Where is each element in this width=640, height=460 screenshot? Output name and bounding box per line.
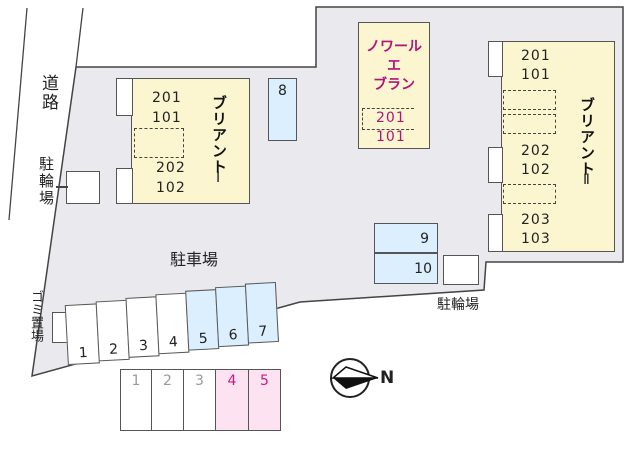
bike-parking-box-left [66, 171, 100, 204]
briant-1-entry-bottom [116, 168, 133, 204]
road-label: 道路 [38, 74, 58, 112]
briant-2-numeral: Ⅱ [583, 172, 590, 188]
outside-parking-space-2: 2 [151, 369, 184, 431]
compass-north-label: N [380, 368, 395, 388]
outside-parking-space-5: 5 [248, 369, 281, 431]
briant-2-stair-dashed-2 [503, 114, 556, 134]
briant-1-unit-201: 201 [152, 90, 182, 106]
outside-parking-space-4: 4 [215, 369, 249, 431]
parking-area-label: 駐車場 [170, 250, 219, 269]
briant-2-unit-201: 201 [521, 48, 551, 64]
parking-space-6: 6 [215, 285, 250, 348]
outside-parking-space-3: 3 [183, 369, 216, 431]
bike-parking-label-left: 駐輪場 [37, 156, 55, 207]
briant-2-unit-203: 203 [521, 212, 551, 228]
parking-space-1-number: 1 [78, 344, 89, 362]
briant-2-entry-1 [488, 41, 503, 77]
parking-space-9-number: 9 [420, 231, 429, 247]
outside-parking-space-1-number: 1 [131, 373, 141, 389]
briant-2-stair-dashed-1 [503, 90, 556, 110]
outside-parking-space-5-number: 5 [260, 373, 269, 389]
road-edge-right [75, 7, 84, 68]
parking-space-8-number: 8 [278, 83, 287, 99]
parking-space-3-number: 3 [138, 337, 149, 355]
parking-space-5-number: 5 [198, 330, 209, 348]
briant-2-stair-dashed-3 [503, 184, 556, 204]
parking-space-2: 2 [95, 299, 130, 362]
noir-stair-dashed [362, 108, 414, 130]
parking-space-1: 1 [64, 303, 100, 366]
noir-name-line-3: ブラン [373, 77, 415, 93]
compass-needle-top [330, 366, 379, 379]
briant-1-name: ブリアント [210, 95, 228, 175]
parking-space-4-number: 4 [168, 334, 179, 351]
briant-1-unit-202: 202 [156, 160, 186, 176]
garbage-label: ゴミ置場 [28, 290, 43, 342]
parking-space-2-number: 2 [108, 341, 119, 358]
noir-name-line-2: エ [387, 58, 401, 74]
parking-space-10: 10 [374, 253, 438, 284]
parking-space-6-number: 6 [228, 327, 238, 344]
parking-space-4: 4 [155, 292, 190, 355]
outside-parking-space-1: 1 [120, 369, 152, 431]
bike-parking-box-right [443, 255, 479, 285]
parking-space-10-number: 10 [414, 261, 432, 277]
outside-parking-space-2-number: 2 [163, 373, 172, 389]
briant-2-unit-102: 102 [521, 162, 551, 178]
noir-name-line-1: ノワール [366, 39, 422, 55]
bike-parking-label-right: 駐輪場 [437, 297, 479, 313]
parking-space-5: 5 [185, 289, 220, 351]
compass-needle [333, 378, 378, 389]
parking-space-7-number: 7 [258, 323, 268, 340]
briant-2-unit-202: 202 [521, 143, 551, 159]
bike-parking-connector [56, 186, 68, 188]
briant-2-entry-3 [488, 214, 503, 252]
briant-1-unit-101: 101 [152, 110, 182, 126]
briant-2-name: ブリアント [578, 97, 596, 177]
briant-2-unit-103: 103 [521, 231, 551, 247]
briant-1-unit-102: 102 [156, 180, 186, 196]
parking-space-8: 8 [268, 78, 297, 141]
noir-unit-101: 101 [376, 129, 406, 145]
parking-space-3: 3 [125, 296, 160, 358]
briant-1-numeral: Ⅰ [216, 170, 221, 186]
briant-1-stair-dashed [134, 128, 184, 158]
building-noir-et-blanc [358, 22, 430, 149]
briant-2-unit-101: 101 [521, 67, 551, 83]
briant-2-entry-2 [488, 147, 503, 183]
outside-parking-space-3-number: 3 [195, 373, 204, 389]
briant-1-entry-top [116, 78, 133, 116]
noir-unit-201: 201 [376, 110, 406, 126]
parking-space-7: 7 [244, 282, 279, 344]
building-briant-2 [501, 41, 615, 252]
outside-parking-space-4-number: 4 [227, 373, 237, 389]
building-briant-1 [131, 78, 250, 204]
parking-row-lower: 1 2 3 4 5 6 7 [64, 276, 288, 367]
parking-space-9: 9 [374, 223, 438, 253]
road-edge-left [8, 7, 28, 221]
